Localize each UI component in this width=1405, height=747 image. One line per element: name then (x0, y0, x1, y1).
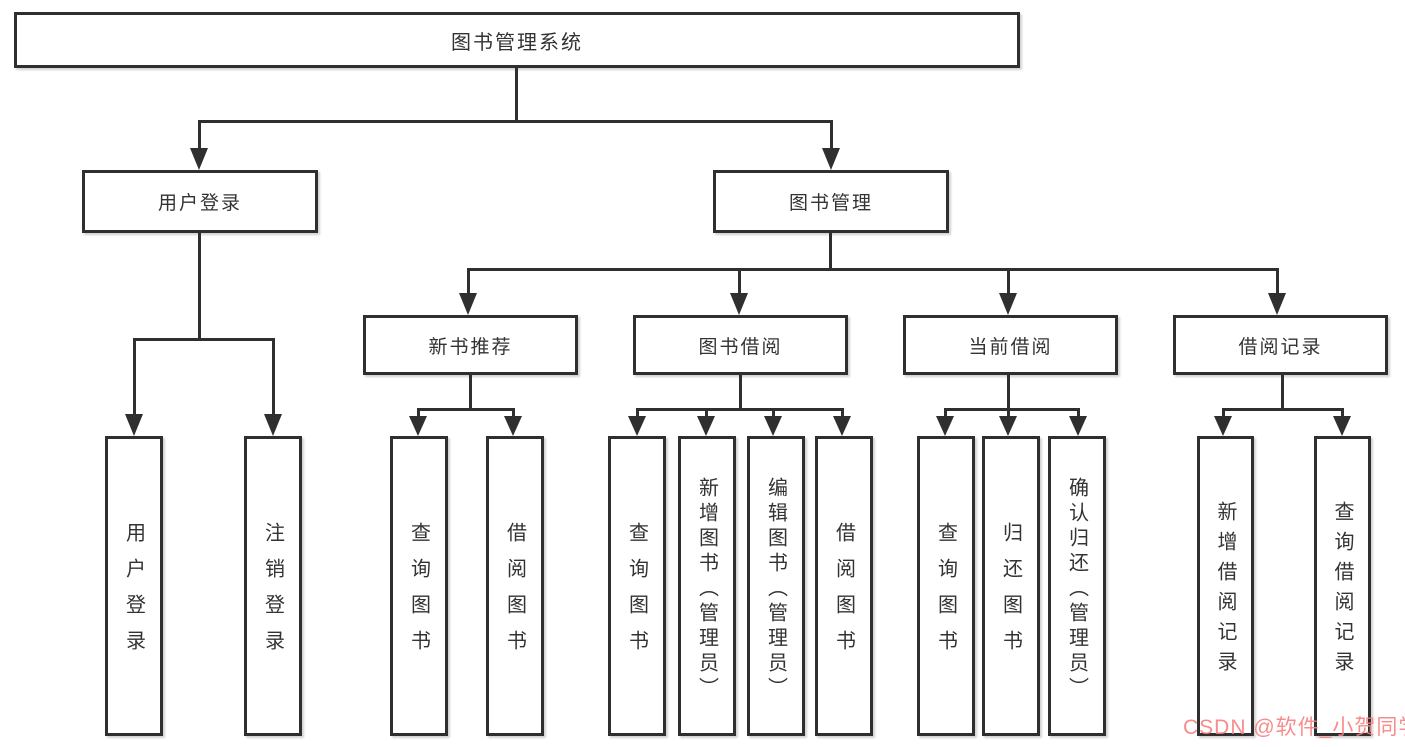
watermark: CSDN @软件_小贺同学 (1183, 716, 1405, 739)
connector-nb-hline (417, 408, 515, 411)
leaf-logout: 注销登录 (244, 436, 302, 736)
arrow-down-icon (504, 416, 522, 436)
leaf-cu-return-books: 归还图书 (982, 436, 1040, 736)
node-new-book-recommend: 新书推荐 (363, 315, 578, 375)
node-user-login: 用户登录 (82, 170, 318, 233)
connector-stub (841, 408, 844, 418)
leaf-cu-confirm-return-admin: 确认归还（管理员） (1048, 436, 1106, 736)
leaf-cu-query-books: 查询图书 (917, 436, 975, 736)
connector-stub (1276, 268, 1279, 295)
connector-stub (1222, 408, 1225, 418)
leaf-bw-add-books-admin: 新增图书（管理员） (678, 436, 736, 736)
leaf-bw-edit-books-admin: 编辑图书（管理员） (747, 436, 805, 736)
connector-stub (417, 408, 420, 418)
node-root: 图书管理系统 (14, 12, 1020, 68)
arrow-down-icon (1268, 293, 1286, 315)
arrow-down-icon (190, 148, 208, 170)
arrow-down-icon (833, 416, 851, 436)
leaf-cu-return-books-label: 归还图书 (999, 522, 1022, 666)
connector-stub (272, 338, 275, 416)
connector-stub (1077, 408, 1080, 418)
node-book-borrowing-label: 图书借阅 (698, 336, 783, 358)
arrow-down-icon (1214, 416, 1232, 436)
node-current-borrowing: 当前借阅 (903, 315, 1118, 375)
connector-cu-vline (1007, 375, 1010, 408)
node-borrow-records-label: 借阅记录 (1238, 336, 1323, 358)
arrow-down-icon (264, 414, 282, 436)
arrow-down-icon (999, 293, 1017, 315)
arrow-down-icon (409, 416, 427, 436)
arrow-down-icon (1069, 416, 1087, 436)
arrow-down-icon (1333, 416, 1351, 436)
arrow-down-icon (125, 414, 143, 436)
leaf-bw-borrow-books: 借阅图书 (815, 436, 873, 736)
leaf-re-add-record: 新增借阅记录 (1197, 436, 1254, 736)
arrow-down-icon (822, 148, 840, 170)
arrow-down-icon (764, 416, 782, 436)
connector-root-vline (515, 68, 518, 120)
connector-bw-vline (739, 375, 742, 408)
leaf-bw-query-books: 查询图书 (608, 436, 666, 736)
arrow-down-icon (697, 416, 715, 436)
leaf-logout-label: 注销登录 (261, 522, 284, 666)
node-new-book-recommend-label: 新书推荐 (428, 336, 513, 358)
connector-stub (1007, 268, 1010, 295)
connector-level1-hline (198, 120, 833, 123)
arrow-down-icon (628, 416, 646, 436)
node-current-borrowing-label: 当前借阅 (968, 336, 1053, 358)
node-book-borrowing: 图书借阅 (633, 315, 848, 375)
connector-cu-hline (944, 408, 1080, 411)
connector-bookmgmt-vline (829, 233, 832, 268)
connector-stub (830, 120, 833, 150)
connector-re-hline (1222, 408, 1344, 411)
leaf-re-query-record: 查询借阅记录 (1314, 436, 1371, 736)
arrow-down-icon (999, 416, 1017, 436)
leaf-bw-add-books-admin-label: 新增图书（管理员） (695, 476, 718, 702)
connector-stub (467, 268, 470, 295)
connector-stub (636, 408, 639, 418)
node-root-label: 图书管理系统 (451, 31, 583, 54)
connector-re-vline (1281, 375, 1284, 408)
node-book-management-label: 图书管理 (788, 193, 873, 214)
leaf-nb-borrow-books: 借阅图书 (486, 436, 544, 736)
leaf-cu-confirm-return-admin-label: 确认归还（管理员） (1065, 476, 1088, 702)
leaf-nb-borrow-books-label: 借阅图书 (503, 522, 526, 666)
arrow-down-icon (459, 293, 477, 315)
node-book-management: 图书管理 (713, 170, 949, 233)
connector-stub (133, 338, 136, 416)
connector-stub (944, 408, 947, 418)
connector-userlogin-hline (133, 338, 275, 341)
leaf-nb-query-books-label: 查询图书 (407, 522, 430, 666)
connector-level2-hline (467, 268, 1279, 271)
node-borrow-records: 借阅记录 (1173, 315, 1388, 375)
leaf-user-login: 用户登录 (105, 436, 163, 736)
leaf-bw-query-books-label: 查询图书 (625, 522, 648, 666)
leaf-re-add-record-label: 新增借阅记录 (1214, 501, 1236, 681)
connector-stub (1007, 408, 1010, 418)
leaf-re-query-record-label: 查询借阅记录 (1331, 501, 1353, 681)
leaf-user-login-label: 用户登录 (122, 522, 145, 666)
connector-stub (512, 408, 515, 418)
connector-stub (705, 408, 708, 418)
connector-bw-hline (636, 408, 844, 411)
leaf-bw-edit-books-admin-label: 编辑图书（管理员） (764, 476, 787, 702)
leaf-bw-borrow-books-label: 借阅图书 (832, 522, 855, 666)
arrow-down-icon (730, 293, 748, 315)
connector-userlogin-vline (198, 233, 201, 338)
node-user-login-label: 用户登录 (157, 193, 242, 214)
connector-nb-vline (469, 375, 472, 408)
connector-stub (738, 268, 741, 295)
connector-stub (1341, 408, 1344, 418)
leaf-cu-query-books-label: 查询图书 (934, 522, 957, 666)
connector-stub (198, 120, 201, 150)
connector-stub (772, 408, 775, 418)
arrow-down-icon (936, 416, 954, 436)
leaf-nb-query-books: 查询图书 (390, 436, 448, 736)
